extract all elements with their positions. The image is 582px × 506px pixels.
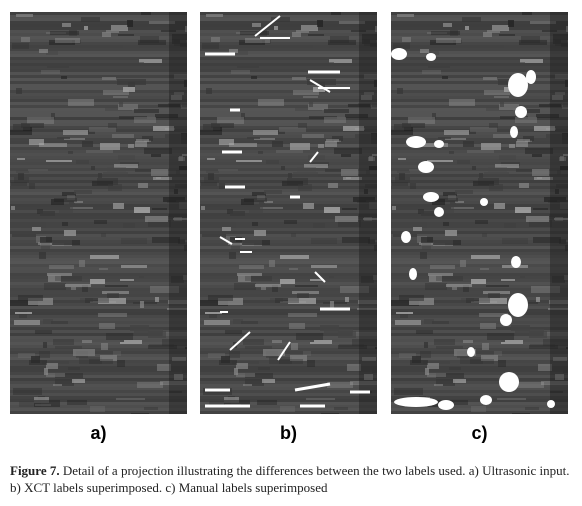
figure-caption: Figure 7. Detail of a projection illustr… — [10, 462, 575, 496]
panel-a-texture — [10, 12, 187, 414]
panel-a-ultrasonic-image — [10, 12, 187, 414]
panel-c-manual-labels-image — [391, 12, 568, 414]
figure-number: Figure 7. — [10, 463, 60, 478]
panel-b-label: b) — [280, 423, 297, 443]
caption-text: Detail of a projection illustrating the … — [10, 463, 570, 495]
panel-a-label: a) — [90, 423, 107, 443]
panel-b-texture — [200, 12, 377, 414]
panel-c-texture — [391, 12, 568, 414]
panel-b-xct-labels-image — [200, 12, 377, 414]
panel-c-label: c) — [471, 423, 488, 443]
